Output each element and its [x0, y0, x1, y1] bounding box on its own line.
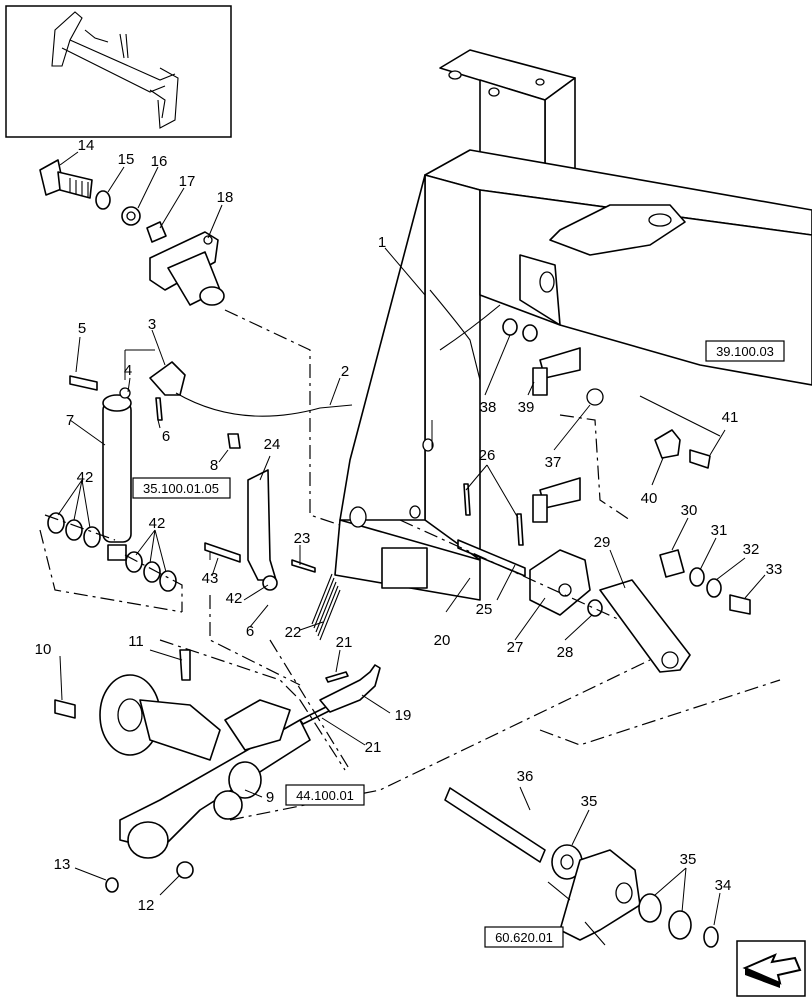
- part-label-31: 31: [711, 522, 728, 539]
- bracket-24: [204, 433, 278, 591]
- reference-box-39-100-03[interactable]: 39.100.03: [705, 340, 785, 362]
- swing-arm: [54, 649, 311, 893]
- part-label-3: 3: [148, 316, 156, 333]
- part-label-15: 15: [118, 151, 135, 168]
- part-label-42c: 42: [226, 590, 243, 607]
- overview-inset: [5, 5, 232, 138]
- part-label-23: 23: [294, 530, 311, 547]
- part-label-11: 11: [128, 633, 144, 650]
- part-label-28: 28: [557, 644, 574, 661]
- pin-23: [291, 559, 316, 573]
- part-label-21a: 21: [336, 634, 353, 651]
- washer-35c: [668, 910, 692, 940]
- reference-box-60-620-01[interactable]: 60.620.01: [484, 926, 564, 948]
- reference-box-35-100-01-05[interactable]: 35.100.01.05: [132, 477, 231, 499]
- arm-29: [599, 579, 691, 673]
- part-label-16: 16: [151, 153, 168, 170]
- part-label-12: 12: [138, 897, 155, 914]
- part-label-35a: 35: [581, 793, 598, 810]
- part-label-43: 43: [202, 570, 219, 587]
- part-label-26: 26: [479, 447, 496, 464]
- part-label-36: 36: [517, 768, 534, 785]
- part-label-10: 10: [35, 641, 52, 658]
- part-label-42b: 42: [149, 515, 166, 532]
- part-label-25: 25: [476, 601, 493, 618]
- washer-35b: [638, 893, 662, 923]
- main-frame: [334, 49, 812, 601]
- washer-38: [522, 324, 538, 342]
- reference-label: 35.100.01.05: [143, 481, 219, 496]
- washer-28: [587, 599, 603, 617]
- part-label-14: 14: [78, 137, 95, 154]
- reference-label: 60.620.01: [495, 930, 553, 945]
- part-label-6b: 6: [246, 623, 254, 640]
- reference-label: 44.100.01: [296, 788, 354, 803]
- part-label-13: 13: [54, 856, 71, 873]
- bushing-39b: [532, 494, 548, 523]
- bolt-33: [729, 594, 751, 615]
- part-label-6a: 6: [162, 428, 170, 445]
- part-label-27: 27: [507, 639, 524, 656]
- part-label-39: 39: [518, 399, 535, 416]
- bolt-5: [69, 375, 98, 391]
- rod-wire: [639, 395, 721, 437]
- pin-25: [457, 539, 526, 577]
- part-label-19: 19: [395, 707, 412, 724]
- hose-2: [175, 392, 353, 417]
- part-label-20: 20: [434, 632, 451, 649]
- part-label-34: 34: [715, 877, 732, 894]
- part-label-29: 29: [594, 534, 611, 551]
- clip-34: [703, 926, 719, 948]
- pin-6: [155, 397, 163, 421]
- part-label-35b: 35: [680, 851, 697, 868]
- elbow-fitting-3: [149, 361, 186, 396]
- leader-lines: [57, 151, 766, 926]
- bolt-14: [39, 159, 93, 199]
- part-label-5: 5: [78, 320, 86, 337]
- spring-22: [311, 573, 341, 641]
- part-label-33: 33: [766, 561, 783, 578]
- lower-arm: [547, 849, 641, 946]
- part-label-1: 1: [378, 234, 386, 251]
- nut-38: [502, 318, 518, 336]
- bushing-30: [659, 549, 685, 578]
- part-label-22: 22: [285, 624, 302, 641]
- bolt-41: [689, 449, 711, 469]
- part-label-32: 32: [743, 541, 760, 558]
- pins-26: [463, 483, 524, 546]
- reference-box-44-100-01[interactable]: 44.100.01: [285, 784, 365, 806]
- part-label-4: 4: [124, 362, 132, 379]
- cylinder-7: [102, 387, 132, 561]
- part-label-41: 41: [722, 409, 739, 426]
- part-label-9: 9: [266, 789, 274, 806]
- pin-bracket-18: [149, 231, 225, 306]
- part-label-30: 30: [681, 502, 698, 519]
- pin-21: [325, 671, 349, 683]
- washer-32: [706, 578, 722, 598]
- part-label-24: 24: [264, 436, 281, 453]
- washer-31: [689, 567, 705, 587]
- pin-36: [444, 787, 546, 863]
- part-label-8: 8: [210, 457, 218, 474]
- bushing-17: [146, 221, 167, 243]
- plate-27: [529, 549, 591, 616]
- arrow-icon[interactable]: [736, 940, 806, 997]
- part-label-42a: 42: [77, 469, 94, 486]
- part-label-37: 37: [545, 454, 562, 471]
- reference-label: 39.100.03: [716, 344, 774, 359]
- part-label-38: 38: [480, 399, 497, 416]
- part-label-17: 17: [179, 173, 196, 190]
- part-label-40: 40: [641, 490, 658, 507]
- part-labels: 14 15 16 17 18 1 2 3 4 5 6 7 42 42 8 24 …: [35, 137, 783, 914]
- clip-40: [654, 429, 681, 459]
- part-label-7: 7: [66, 412, 74, 429]
- bushing-39: [532, 367, 548, 396]
- washer-15: [95, 190, 111, 210]
- rod-19: [319, 664, 381, 713]
- part-label-18: 18: [217, 189, 234, 206]
- assembly-centerlines: [39, 309, 781, 821]
- part-label-21b: 21: [365, 739, 382, 756]
- part-label-2: 2: [341, 363, 349, 380]
